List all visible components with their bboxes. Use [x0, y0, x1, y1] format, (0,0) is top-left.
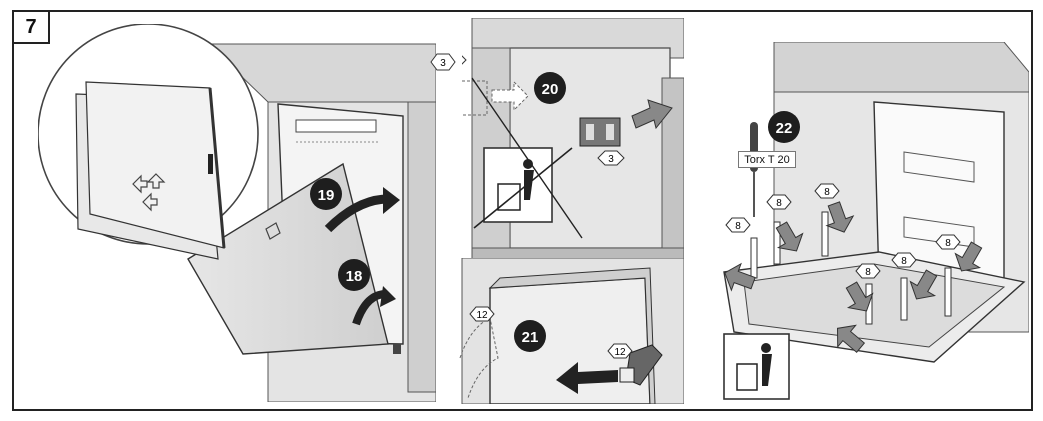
badge-18: 18 [346, 268, 363, 285]
tool-label: Torx T 20 [738, 151, 796, 168]
hex-label-8: 8 [776, 198, 782, 209]
badge-22: 22 [776, 120, 793, 137]
badge-21-circle [514, 320, 546, 352]
hex-label-8: 8 [735, 221, 741, 232]
badge-19: 19 [318, 187, 335, 204]
step-number: 7 [14, 12, 50, 44]
badge-19-circle [310, 178, 342, 210]
hex-label-12-left: 12 [476, 310, 488, 321]
panel-clip-removal: 20 3 [462, 18, 684, 264]
panel-door-slide: 21 12 12 [450, 258, 684, 404]
screw-installation-illustration: 22 8 8 8 8 8 8 [723, 42, 1029, 400]
clip-removal-illustration: 20 3 [462, 18, 684, 264]
hex-3-left-badge: 3 [430, 53, 456, 71]
badge-21: 21 [522, 329, 539, 346]
badge-18-circle [338, 259, 370, 291]
hex-label-3-left: 3 [440, 58, 446, 69]
hex-label-8: 8 [824, 187, 830, 198]
hex-label-8: 8 [865, 267, 871, 278]
hex-label-8: 8 [901, 256, 907, 267]
hex-label-3-right: 3 [608, 154, 614, 165]
door-slide-illustration: 21 12 12 [459, 258, 684, 404]
badge-20: 20 [542, 81, 559, 98]
panel-screw-installation: 22 8 8 8 8 8 8 [704, 42, 1029, 404]
door-removal-illustration: 19 18 [38, 24, 436, 402]
instruction-frame: 7 [12, 10, 1033, 411]
hex-label-8: 8 [945, 238, 951, 249]
badge-20-circle [534, 72, 566, 104]
badge-22-circle [768, 111, 800, 143]
hex-label-12-right: 12 [614, 347, 626, 358]
panel-door-removal: 19 18 [38, 24, 436, 402]
